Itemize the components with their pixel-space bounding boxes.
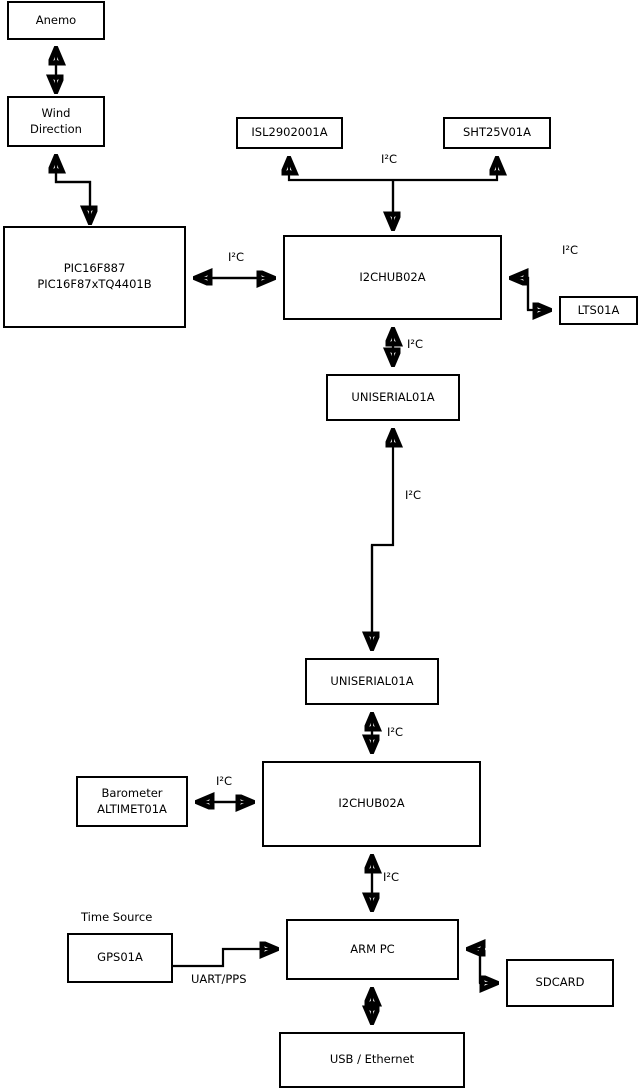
node-usb-ethernet[interactable]: USB / Ethernet [279, 1032, 465, 1088]
node-gps01a-label: GPS01A [97, 950, 143, 965]
node-i2chub02a-bottom-label: I2CHUB02A [338, 796, 405, 811]
wire-sdcard-armpc [469, 949, 480, 983]
edge-label-i2c-isl-sht: I²C [381, 152, 398, 166]
node-lts01a-label: LTS01A [577, 302, 620, 317]
node-sdcard-label: SDCARD [535, 975, 585, 990]
wire-winddir-pic [54, 157, 90, 222]
node-isl2902001a[interactable]: ISL2902001A [236, 117, 343, 149]
node-uniserial01a-upper[interactable]: UNISERIAL01A [326, 374, 460, 421]
edge-label-i2c-uniserial-link: I²C [405, 488, 422, 502]
node-uniserial01a-lower[interactable]: UNISERIAL01A [305, 658, 439, 705]
wire-armpc-sdcard [469, 947, 496, 983]
node-sht25v01a-label: SHT25V01A [463, 125, 531, 140]
node-i2chub02a-top-label: I2CHUB02A [359, 269, 426, 284]
edge-label-i2c-hub-uniserial: I²C [407, 337, 424, 351]
edge-label-i2c-hub-armpc: I²C [383, 870, 400, 884]
wire-hub-lts [512, 276, 549, 310]
node-anemo-label: Anemo [35, 12, 77, 27]
node-gps01a[interactable]: GPS01A [67, 933, 173, 983]
node-barometer-altimet01a-label: Barometer ALTIMET01A [97, 785, 167, 816]
node-sht25v01a[interactable]: SHT25V01A [443, 117, 551, 149]
node-pic-microcontroller[interactable]: PIC16F887 PIC16F87xTQ4401B [3, 226, 186, 328]
node-arm-pc-label: ARM PC [350, 941, 395, 956]
annotation-time-source: Time Source [81, 910, 153, 924]
node-pic-microcontroller-label: PIC16F887 PIC16F87xTQ4401B [37, 261, 152, 291]
node-arm-pc[interactable]: ARM PC [286, 919, 459, 980]
wire-lts-hub [512, 278, 530, 310]
edge-label-i2c-uniserial2-hub: I²C [387, 725, 404, 739]
wire-gps-armpc [173, 949, 276, 968]
wire-bus-isl [289, 159, 393, 182]
edge-label-i2c-hub-lts: I²C [562, 243, 579, 257]
edge-label-i2c-barometer-hub: I²C [216, 774, 233, 788]
node-uniserial01a-upper-label: UNISERIAL01A [351, 389, 435, 404]
node-sdcard[interactable]: SDCARD [506, 959, 614, 1007]
node-wind-direction-label: Wind Direction [30, 105, 82, 136]
node-wind-direction[interactable]: Wind Direction [7, 96, 105, 147]
node-lts01a[interactable]: LTS01A [559, 296, 638, 325]
node-uniserial01a-lower-label: UNISERIAL01A [330, 673, 414, 688]
wire-uniserial-link-up [370, 431, 393, 648]
edge-label-uart-pps: UART/PPS [191, 972, 247, 986]
node-i2chub02a-top[interactable]: I2CHUB02A [283, 235, 502, 320]
node-i2chub02a-bottom[interactable]: I2CHUB02A [262, 761, 481, 847]
node-anemo[interactable]: Anemo [7, 1, 105, 40]
node-barometer-altimet01a[interactable]: Barometer ALTIMET01A [76, 776, 188, 827]
node-usb-ethernet-label: USB / Ethernet [329, 1052, 415, 1067]
wire-pic-winddir [56, 157, 92, 222]
edge-label-i2c-pic-hub: I²C [228, 250, 245, 264]
node-isl2902001a-label: ISL2902001A [251, 125, 328, 140]
wire-bus-sht [393, 159, 497, 182]
